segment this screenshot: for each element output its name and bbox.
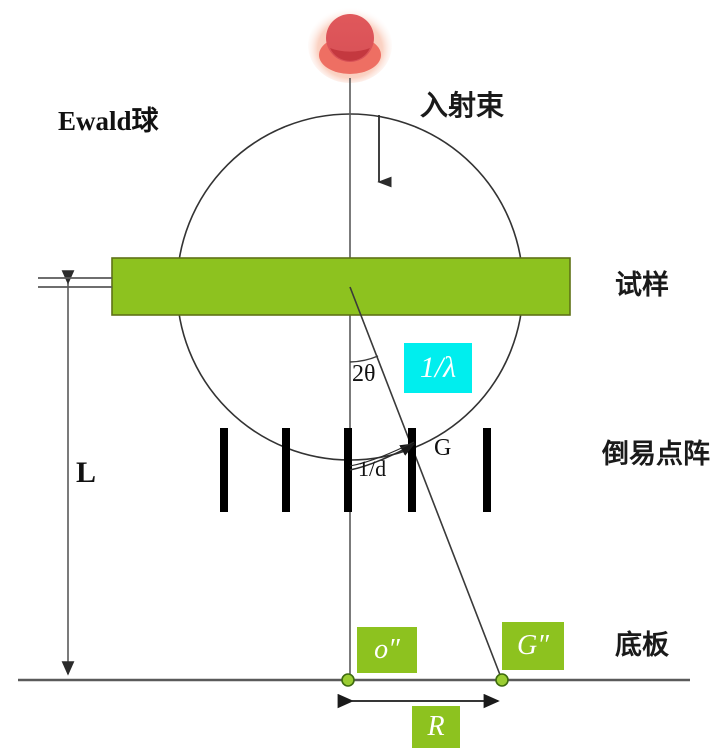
distance-l-label: L bbox=[76, 456, 97, 489]
o-double-prime-label: o″ bbox=[357, 627, 417, 673]
one-over-lambda-label: 1/λ bbox=[404, 343, 472, 393]
o-double-prime-marker bbox=[341, 673, 355, 687]
incident-beam-label: 入射束 bbox=[420, 90, 505, 121]
point-g-label: G bbox=[434, 435, 452, 461]
reciprocal-rod bbox=[483, 428, 491, 512]
reciprocal-rod bbox=[220, 428, 228, 512]
one-over-d-vector bbox=[349, 441, 416, 471]
ewald-sphere-label: Ewald球 bbox=[58, 106, 159, 136]
sample-slab bbox=[111, 257, 571, 316]
xray-source-icon bbox=[308, 7, 392, 83]
sample-label: 试样 bbox=[615, 270, 669, 300]
base-plate-label: 底板 bbox=[615, 630, 669, 660]
diffracted-beam-line bbox=[349, 286, 503, 681]
reciprocal-rod bbox=[344, 428, 352, 512]
two-theta-label: 2θ bbox=[352, 361, 376, 387]
g-double-prime-marker bbox=[495, 673, 509, 687]
two-theta-arc bbox=[349, 355, 379, 363]
reciprocal-rod bbox=[408, 428, 416, 512]
one-over-d-label: 1/d bbox=[358, 456, 387, 481]
reciprocal-lattice-rods bbox=[220, 428, 491, 512]
reciprocal-rod bbox=[282, 428, 290, 512]
l-dimension-line bbox=[38, 270, 112, 676]
radius-r-label: R bbox=[412, 706, 460, 748]
g-double-prime-label: G″ bbox=[502, 622, 564, 670]
reciprocal-lattice-label: 倒易点阵 bbox=[602, 439, 710, 469]
